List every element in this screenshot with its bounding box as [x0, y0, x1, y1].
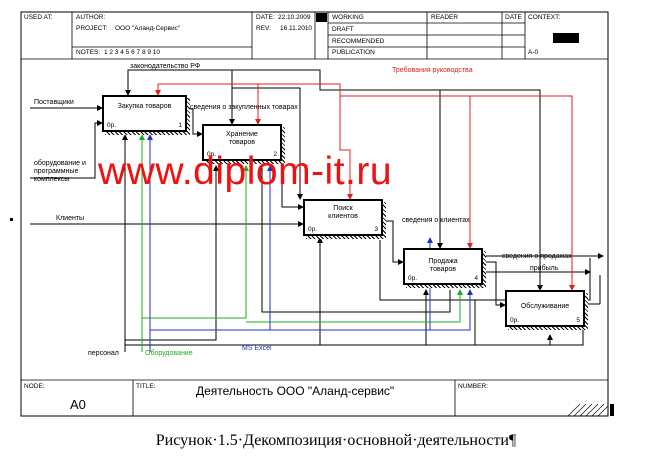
- notes-label: NOTES:: [76, 49, 101, 56]
- author-label: AUTHOR:: [76, 14, 106, 21]
- footer-hatch-lines: [567, 403, 609, 417]
- activity-number: 1: [178, 122, 182, 129]
- activity-label: Закупка товаров: [117, 103, 172, 110]
- activity-number: 4: [474, 275, 478, 282]
- activity-box-2[interactable]: Хранение товаров 0р. 2: [202, 124, 282, 161]
- number-label: NUMBER:: [458, 383, 488, 390]
- activity-number: 5: [576, 317, 580, 324]
- date-value: 22.10.2009: [278, 14, 311, 21]
- date2-label: DATE: [505, 14, 522, 21]
- activity-label: Продажа товаров: [428, 258, 458, 273]
- activity-number: 2: [273, 151, 277, 158]
- sales-info-label: сведения о продажах: [502, 253, 572, 260]
- activity-box-4[interactable]: Продажа товаров 0р. 4: [403, 248, 483, 285]
- profit-label: прибыль: [530, 265, 559, 272]
- status-working: WORKING: [332, 14, 364, 21]
- activity-box-1[interactable]: Закупка товаров 0р. 1: [102, 95, 187, 132]
- suppliers-label: Поставщики: [34, 99, 74, 106]
- rev-value: 16.11.2010: [280, 25, 313, 32]
- context-label: CONTEXT:: [528, 14, 561, 21]
- activity-box-3[interactable]: Поиск клиентов 0р. 3: [303, 199, 383, 236]
- node-value: A0: [70, 397, 86, 412]
- header-grid: [21, 12, 608, 60]
- activity-label: Хранение товаров: [226, 131, 258, 146]
- status-recommended: RECOMMENDED: [332, 38, 385, 45]
- frame-border: [20, 11, 609, 417]
- diagram-title: Деятельность ООО "Аланд-сервис": [196, 384, 395, 398]
- clients-label: Клиенты: [56, 215, 85, 222]
- node-ref: A-0: [528, 49, 539, 56]
- project-value: ООО "Аланд-Сервис": [115, 25, 181, 32]
- activity-cost: 0р.: [207, 151, 217, 158]
- law-label: законодательство РФ: [130, 63, 201, 70]
- project-label: PROJECT:: [76, 25, 108, 32]
- red-arrows: [155, 83, 575, 291]
- watermark: www.diplom-it.ru: [98, 150, 393, 193]
- equipment-label: оборудование и программные комплексы: [34, 160, 86, 183]
- node-label: NODE:: [24, 383, 45, 390]
- reader-label: READER: [431, 14, 459, 21]
- activity-number: 3: [374, 226, 378, 233]
- equipment-mech-label: Оборудование: [145, 350, 193, 357]
- green-arrows: [139, 134, 463, 352]
- activity-box-5[interactable]: Обслуживание 0р. 5: [505, 290, 585, 327]
- status-publication: PUBLICATION: [332, 49, 375, 56]
- activity-cost: 0р.: [107, 122, 117, 129]
- ms-excel-label: MS Excel: [242, 345, 272, 352]
- activity-cost: 0р.: [408, 275, 418, 282]
- activity-label: Обслуживание: [520, 303, 570, 310]
- activity-cost: 0р.: [510, 317, 520, 324]
- working-marker: [316, 13, 327, 22]
- purchased-info-label: сведения о закупленных товарах: [190, 104, 298, 111]
- activity-label: Поиск клиентов: [328, 205, 358, 220]
- client-info-label: сведения о клиентах: [402, 217, 470, 224]
- used-at-label: USED AT:: [24, 14, 53, 21]
- context-box: [553, 33, 579, 43]
- figure-caption: Рисунок·1.5·Декомпозиция·основной·деятел…: [155, 432, 517, 449]
- date-label: DATE:: [256, 14, 275, 21]
- rev-label: REV:: [256, 25, 271, 32]
- status-draft: DRAFT: [332, 26, 354, 33]
- personnel-label: персонал: [88, 350, 119, 357]
- footer-grid: [21, 379, 608, 416]
- management-label: Требования руководства: [392, 67, 473, 74]
- title-label: TITLE:: [136, 383, 156, 390]
- page-edge-mark: [610, 404, 614, 416]
- margin-bullet: [10, 218, 13, 221]
- activity-cost: 0р.: [308, 226, 318, 233]
- notes-values: 1 2 3 4 5 6 7 8 9 10: [104, 49, 161, 56]
- black-arrows: [30, 69, 604, 352]
